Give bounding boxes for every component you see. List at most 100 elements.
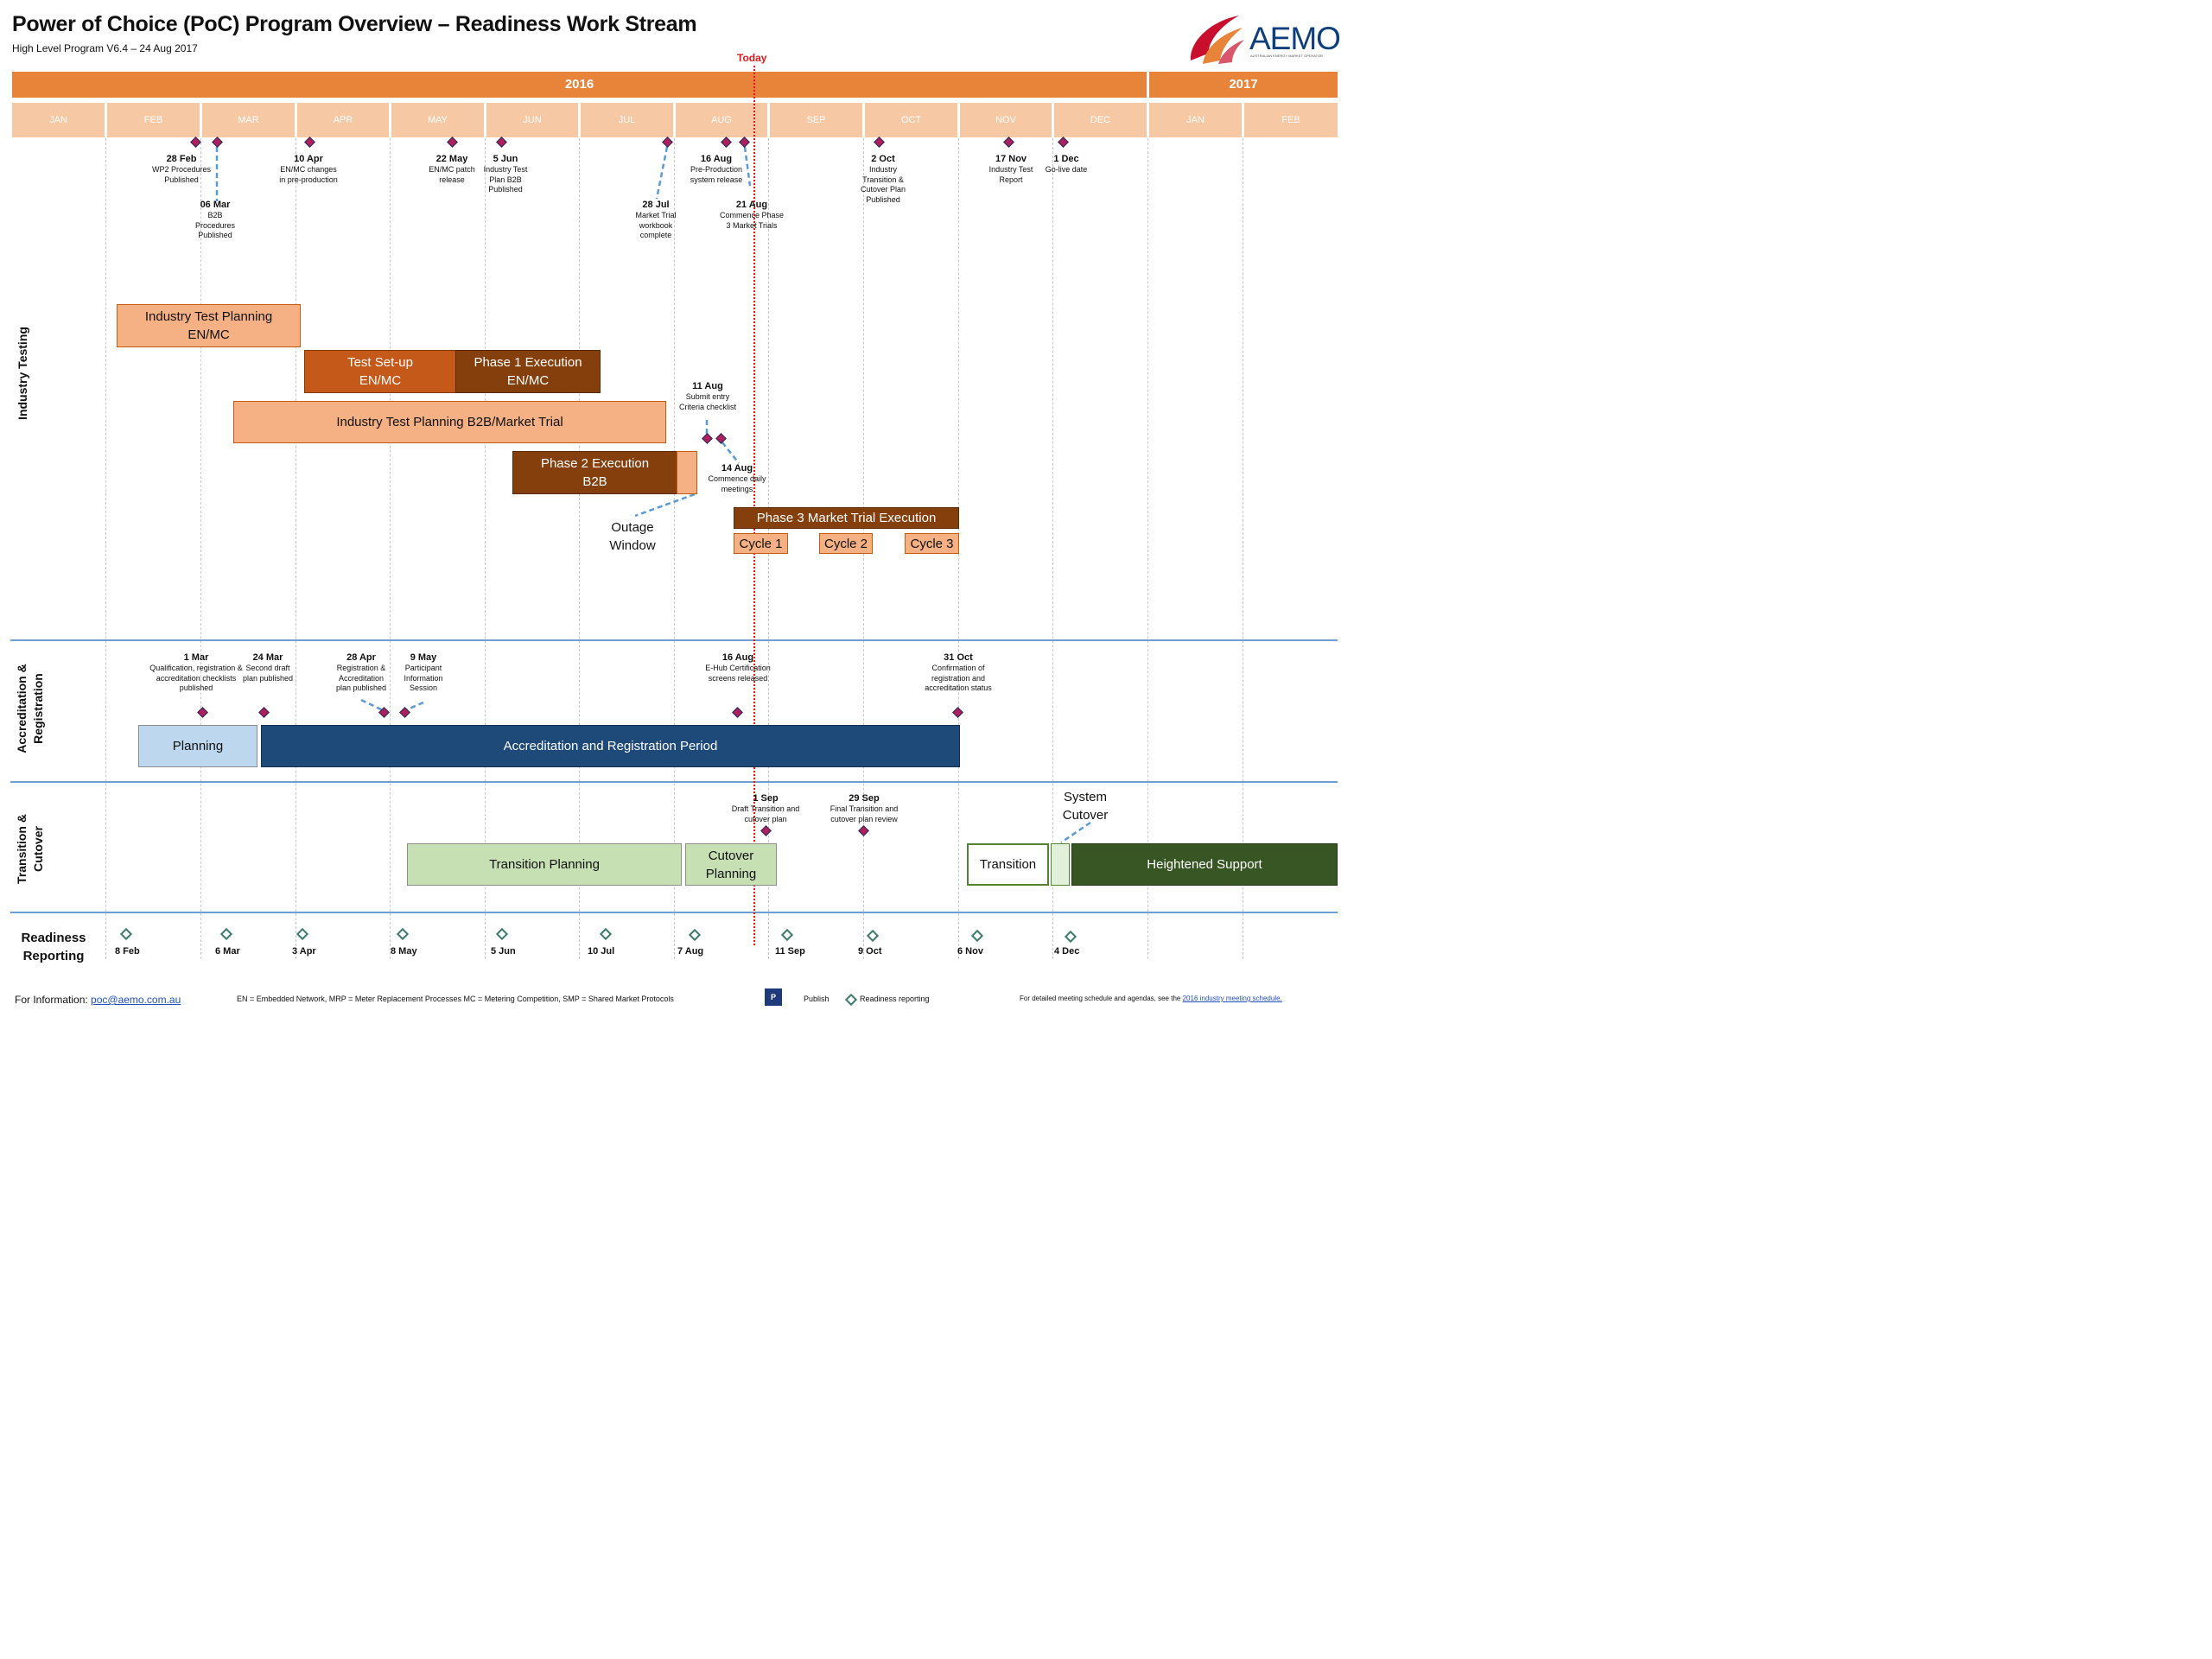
- month-divider: [1052, 138, 1053, 959]
- milestone-text: EN/MC changes in pre-production: [279, 165, 338, 184]
- bar-label: Cutover: [708, 848, 754, 863]
- publish-icon: P: [765, 988, 782, 1006]
- readiness-date: 10 Jul: [588, 946, 615, 957]
- milestone-text: Industry Test Plan B2B Published: [483, 165, 528, 194]
- readiness-date: 7 Aug: [677, 946, 704, 957]
- milestone-date: 1 Mar: [183, 652, 209, 663]
- month-divider: [485, 138, 486, 959]
- milestone-date: 1 Dec: [1053, 154, 1079, 164]
- lane-label-readiness: Readiness Reporting: [19, 929, 88, 965]
- milestone-text: Market Trial workbook complete: [635, 211, 677, 239]
- month-mar: MAR: [202, 103, 295, 137]
- bar-accreditation-planning: Planning: [138, 725, 257, 767]
- footer-schedule-note: For detailed meeting schedule and agenda…: [1020, 995, 1282, 1002]
- milestone-text: Participant Information Session: [404, 664, 443, 692]
- bar-cycle-3: Cycle 3: [905, 533, 959, 554]
- bar-system-cutover: [1051, 843, 1070, 886]
- year-2016: 2016: [12, 72, 1147, 98]
- milestone-text: Pre-Production system release: [690, 165, 743, 184]
- milestone-text: Second draft plan published: [242, 664, 294, 683]
- today-line: [753, 66, 755, 945]
- logo-wordmark: AEMO: [1249, 21, 1341, 56]
- lane-label-line: Readiness: [21, 931, 86, 945]
- milestone-date: 28 Apr: [346, 652, 376, 663]
- milestone-date: 14 Aug: [721, 463, 753, 474]
- milestone-text: EN/MC patch release: [429, 165, 475, 184]
- bar-label: Planning: [705, 866, 757, 881]
- lane-separator: [10, 912, 1338, 913]
- milestone-date: 1 Sep: [753, 793, 779, 804]
- readiness-date: 9 Oct: [858, 946, 882, 957]
- bar-label: Test Set-up: [347, 355, 413, 370]
- readiness-date: 8 Feb: [115, 946, 140, 957]
- milestone-text: Confirmation of registration and accredi…: [925, 664, 992, 692]
- bar-phase3-market-trial: Phase 3 Market Trial Execution: [734, 507, 959, 529]
- footer-schedule-link[interactable]: 2016 industry meeting schedule.: [1182, 995, 1282, 1002]
- readiness-date: 6 Mar: [215, 946, 240, 957]
- system-cutover-line: Cutover: [1062, 808, 1109, 823]
- milestone-text: WP2 Procedures Published: [151, 165, 212, 184]
- milestone-connectors: [215, 146, 1091, 844]
- footer-email-link[interactable]: poc@aemo.com.au: [91, 994, 181, 1006]
- milestone-date: 06 Mar: [200, 200, 231, 210]
- readiness-date: 5 Jun: [491, 946, 516, 957]
- lane-label-line: Reporting: [22, 949, 85, 963]
- month-divider: [105, 138, 106, 959]
- footer-schedule-prefix: For detailed meeting schedule and agenda…: [1020, 995, 1181, 1002]
- month-dec: DEC: [1054, 103, 1147, 137]
- bar-cycle-1: Cycle 1: [734, 533, 788, 554]
- today-label: Today: [737, 52, 767, 64]
- milestone-date: 10 Apr: [294, 154, 323, 164]
- month-jul: JUL: [581, 103, 673, 137]
- milestone-text: Qualification, registration & accreditat…: [149, 664, 243, 692]
- milestone-text: Industry Transition & Cutover Plan Publi…: [860, 165, 906, 204]
- milestone-text: Final Transition and cutover plan review: [830, 804, 899, 823]
- month-feb: FEB: [107, 103, 200, 137]
- milestone-date: 16 Aug: [700, 154, 733, 164]
- milestone-text: Industry Test Report: [988, 165, 1033, 184]
- month-nov: NOV: [960, 103, 1052, 137]
- bar-label: EN/MC: [359, 373, 402, 388]
- outage-label-line: Outage: [611, 520, 654, 535]
- milestone-text: Commence daily meetings: [708, 474, 766, 493]
- month-sep: SEP: [770, 103, 862, 137]
- page-title: Power of Choice (PoC) Program Overview –…: [12, 12, 697, 36]
- milestone-date: 21 Aug: [735, 200, 768, 210]
- milestone-date: 2 Oct: [871, 154, 895, 164]
- month-divider: [390, 138, 391, 959]
- bar-accreditation-period: Accreditation and Registration Period: [261, 725, 960, 767]
- month-may: MAY: [391, 103, 484, 137]
- lane-separator: [10, 639, 1338, 641]
- month-oct: OCT: [865, 103, 957, 137]
- month-aug: AUG: [676, 103, 767, 137]
- milestone-text: E-Hub Certification screens released: [705, 664, 771, 683]
- month-divider: [1147, 138, 1148, 959]
- month-apr: APR: [297, 103, 389, 137]
- month-jun: JUN: [486, 103, 578, 137]
- bar-label: Phase 1 Execution: [474, 355, 582, 370]
- month-feb-2017: FEB: [1244, 103, 1338, 137]
- milestone-date: 31 Oct: [944, 652, 973, 663]
- system-cutover-line: System: [1063, 790, 1107, 804]
- bar-cycle-2: Cycle 2: [819, 533, 873, 554]
- readiness-date: 11 Sep: [775, 946, 805, 957]
- milestone-date: 5 Jun: [493, 154, 518, 164]
- milestone-text: B2B Procedures Published: [194, 211, 236, 239]
- bar-heightened-support: Heightened Support: [1071, 843, 1338, 886]
- year-2017: 2017: [1149, 72, 1338, 98]
- month-divider: [200, 138, 201, 959]
